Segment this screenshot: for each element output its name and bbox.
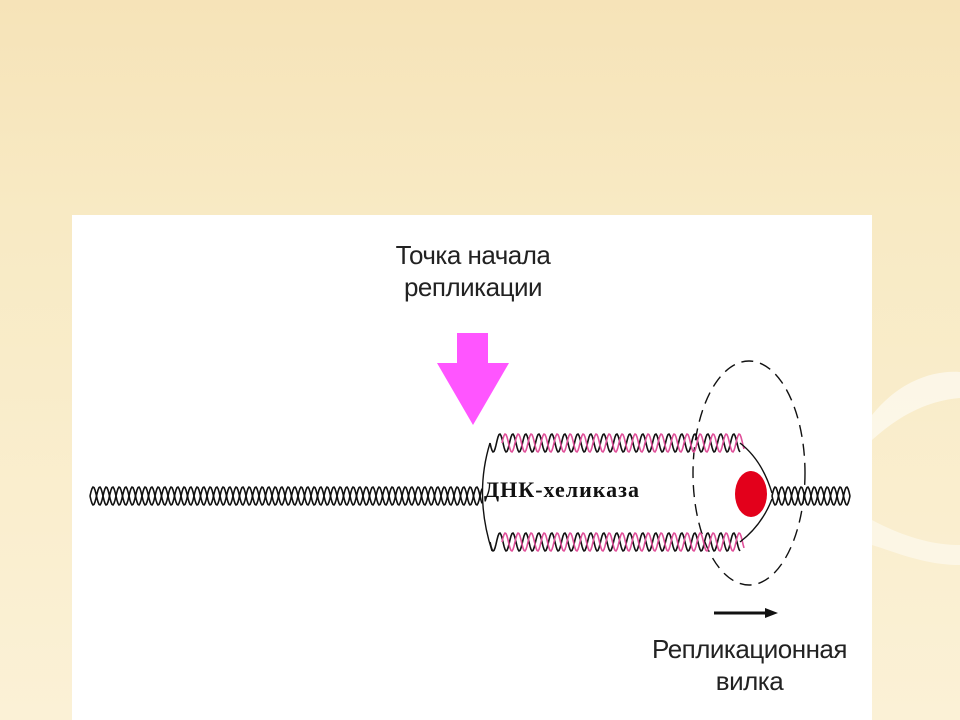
lower-template-strand (489, 532, 741, 552)
fork-junction-strokes (739, 442, 773, 543)
upper-template-strand (489, 433, 741, 453)
origin-label-line1: Точка начала (395, 240, 551, 270)
parental-dna-strand-d (771, 486, 851, 506)
parental-dna-strand-b (89, 486, 483, 506)
replication-diagram (89, 333, 851, 618)
diagram-panel: Точка начала репликации ДНК-хеликаза Реп… (72, 215, 872, 720)
fork-label-line2: вилка (715, 666, 784, 696)
upper-new-strand (501, 433, 745, 453)
fork-label: Репликационная вилка (627, 633, 872, 697)
fork-direction-arrowhead (765, 608, 778, 618)
origin-label-line2: репликации (403, 272, 543, 302)
origin-label: Точка начала репликации (368, 239, 578, 303)
helicase-label: ДНК-хеликаза (484, 477, 640, 502)
helicase-dot (735, 471, 767, 517)
replication-bubble (481, 442, 493, 552)
lower-new-strand (501, 532, 745, 552)
fork-dashed-circle (692, 360, 806, 586)
fork-label-line1: Репликационная (652, 634, 847, 664)
origin-arrow (437, 333, 509, 425)
